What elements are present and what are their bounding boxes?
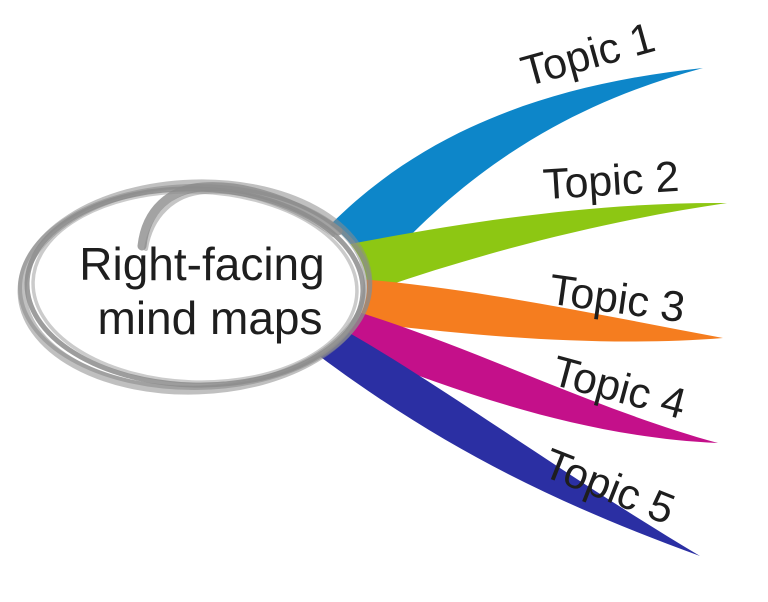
branch-topic-5 [318,322,700,556]
branch-label-topic-2[interactable]: Topic 2 [542,153,681,209]
pencil-curl-echo [144,189,335,251]
central-node-title-line2: mind maps [98,292,323,344]
pencil-curl-stroke [137,182,343,251]
hand-drawn-ellipse-outline [17,179,373,395]
branch-topic-4 [332,308,718,443]
central-node[interactable]: Right-facing mind maps [17,178,373,396]
branch-topic-1 [330,68,703,310]
branches [318,68,727,556]
central-node-fill [23,186,367,388]
branch-topic-3 [345,278,723,342]
branch-topic-2 [345,202,727,298]
central-node-title-line1: Right-facing [79,238,324,290]
